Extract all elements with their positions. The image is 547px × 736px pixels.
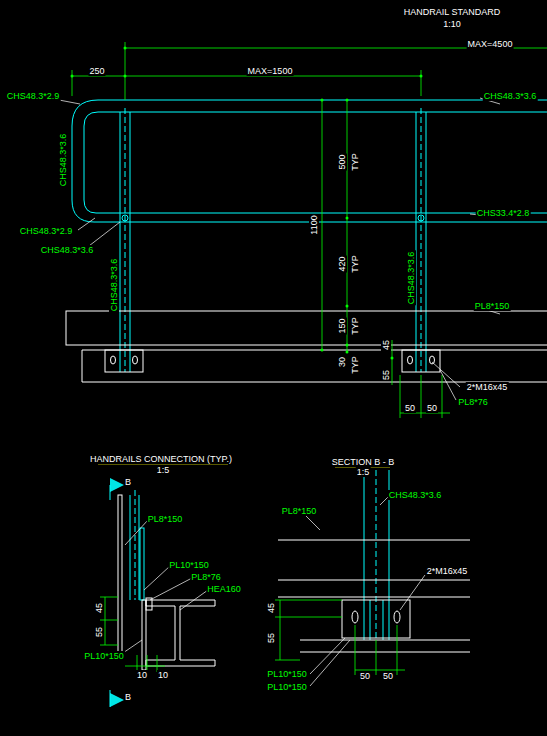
dimension-note: TYP [350, 355, 360, 375]
member-label: CHS48.3*2.9 [19, 226, 74, 236]
dimension: 50 [404, 403, 416, 413]
bolt-label: 2*M16x45 [426, 566, 469, 576]
scale: 1:10 [442, 19, 462, 29]
dimension: 55 [266, 632, 276, 644]
member-label: PL8*150 [147, 514, 184, 524]
member-label: CHS48.3*3.6 [483, 91, 538, 101]
member-label: CHS48.3*3.6 [58, 133, 68, 188]
dimension-note: TYP [350, 254, 360, 274]
dimension: 250 [88, 66, 105, 76]
member-label: CHS48.3*3.6 [388, 490, 443, 500]
dimension: 50 [426, 403, 438, 413]
member-label: PL8*76 [190, 572, 222, 582]
member-label: CHS33.4*2.8 [476, 208, 531, 218]
dimension: 10 [136, 670, 148, 680]
member-label: PL8*76 [457, 397, 489, 407]
dimension: 55 [381, 369, 391, 381]
dimension: 50 [382, 671, 394, 681]
dimension: 30 [337, 356, 347, 368]
dimension-note: TYP [350, 316, 360, 336]
dimension: 420 [337, 255, 347, 272]
bolt-label: 2*M16x45 [466, 382, 509, 392]
dimension: 150 [337, 317, 347, 334]
member-label: HEA160 [206, 584, 242, 594]
member-label: PL8*150 [281, 506, 318, 516]
member-label: CHS48.3*3.6 [406, 251, 416, 306]
member-label: PL8*150 [474, 301, 511, 311]
view-title: SECTION B - B [331, 457, 396, 467]
member-label: CHS48.3*2.9 [6, 91, 61, 101]
member-label: PL10*150 [168, 560, 210, 570]
dimension: 45 [94, 602, 104, 614]
drawing-title: HANDRAIL STANDARD [403, 7, 502, 17]
scale: 1:5 [356, 467, 371, 477]
section-mark: B [124, 477, 132, 487]
member-label: CHS48.3*3.6 [40, 245, 95, 255]
dimension: 10 [157, 670, 169, 680]
member-label: CHS48.3*3.6 [109, 258, 119, 313]
dimension: 50 [359, 671, 371, 681]
dimension: 500 [337, 153, 347, 170]
section-mark: B [124, 692, 132, 702]
member-label: PL10*150 [266, 669, 308, 679]
dimension: MAX=1500 [247, 66, 294, 76]
dimension: 1100 [309, 214, 319, 235]
dimension-note: TYP [350, 152, 360, 172]
dimension: 45 [381, 339, 391, 351]
member-label: PL10*150 [83, 651, 125, 661]
member-label: PL10*150 [266, 682, 308, 692]
view-title: HANDRAILS CONNECTION (TYP.) [89, 454, 233, 464]
dimension: 55 [94, 626, 104, 638]
dimension: 45 [266, 602, 276, 614]
scale: 1:5 [156, 465, 171, 475]
dimension: MAX=4500 [467, 39, 514, 49]
